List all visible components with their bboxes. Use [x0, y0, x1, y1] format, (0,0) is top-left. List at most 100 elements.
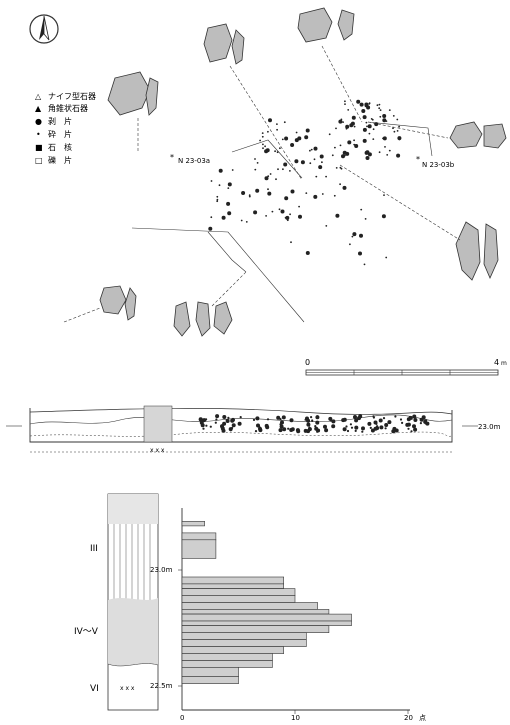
profile-point	[349, 423, 352, 426]
histogram-bar	[181, 532, 217, 541]
flake-point	[358, 251, 362, 256]
flake-point	[285, 215, 290, 220]
refit-lines	[63, 45, 461, 323]
profile-point	[282, 427, 287, 432]
layer-topsoil	[108, 494, 158, 524]
flake-point	[374, 122, 379, 127]
profile-point	[222, 421, 227, 426]
chip-point	[342, 121, 344, 123]
chip-point	[309, 149, 311, 152]
north-arrow-icon	[29, 14, 59, 44]
profile-point	[303, 428, 308, 433]
profile-point	[384, 427, 387, 430]
profile-point	[406, 417, 411, 422]
chip-point	[245, 221, 248, 223]
profile-point	[424, 422, 427, 425]
refit-line	[131, 227, 305, 323]
artifact-drawing	[297, 7, 333, 43]
profile-point	[406, 422, 411, 427]
legend-label-core: 石 核	[48, 142, 72, 152]
flake-point	[382, 136, 387, 141]
flake-point	[290, 189, 295, 194]
histogram-bar	[181, 632, 307, 640]
profile-distribution	[198, 414, 430, 434]
chip-point	[368, 102, 371, 105]
flake-point	[226, 201, 231, 206]
flake-point	[241, 191, 246, 195]
histogram-bar	[181, 588, 296, 596]
flake-point	[338, 119, 343, 124]
flake-point	[382, 114, 387, 118]
chip-point	[372, 138, 375, 141]
profile-point	[315, 420, 320, 425]
artifact-drawing	[455, 221, 481, 281]
histogram-bar	[181, 613, 352, 622]
chip-point	[240, 219, 243, 222]
profile-point	[221, 428, 226, 433]
flake-point	[264, 176, 269, 181]
histogram-bar	[181, 539, 217, 559]
chip-point	[259, 139, 261, 142]
profile-point	[237, 421, 242, 426]
chip-point	[267, 188, 269, 191]
refit-line	[321, 45, 363, 123]
profile-point	[287, 427, 290, 430]
histogram-bar	[181, 583, 284, 589]
plan-label-a: N 23-03a	[178, 157, 210, 165]
chip-point	[379, 109, 382, 111]
histogram-bar	[181, 667, 239, 678]
profile-point	[324, 428, 329, 433]
flake-point	[284, 196, 289, 201]
chip-point	[325, 175, 327, 178]
refit-line	[207, 231, 247, 273]
chip-point	[276, 123, 278, 125]
chip-point	[267, 130, 269, 133]
flake-point	[396, 153, 401, 158]
profile-point	[367, 421, 372, 426]
histogram-bar	[181, 625, 330, 634]
flake-point	[294, 138, 299, 143]
chip-point	[283, 121, 286, 124]
flake-point	[352, 232, 357, 237]
flake-point	[335, 213, 340, 218]
flake-point	[364, 150, 369, 155]
chip-point	[344, 100, 346, 103]
flake-point	[218, 168, 223, 173]
plan-marker-b: *	[416, 155, 420, 164]
chip-point	[315, 175, 318, 178]
profile-point	[215, 418, 218, 421]
flake-point	[350, 121, 355, 126]
chip-point	[278, 208, 281, 211]
x-tick-label-0: 0	[180, 714, 184, 722]
chip-point	[269, 173, 272, 175]
profile-point	[254, 430, 258, 433]
artifact-drawing	[145, 77, 159, 116]
flake-point	[356, 99, 361, 104]
legend-symbol-pyramid: ▲	[35, 104, 42, 113]
artifact-drawing	[99, 285, 127, 315]
chip-point	[339, 166, 342, 169]
profile-point	[316, 430, 319, 433]
flake-point	[304, 135, 309, 140]
refit-line	[339, 164, 461, 241]
chip-point	[275, 178, 277, 181]
plan-label-b: N 23-03b	[422, 161, 455, 169]
profile-point	[353, 415, 357, 419]
flake-point	[265, 148, 270, 153]
chip-point	[396, 130, 399, 132]
profile-point	[412, 424, 416, 429]
scale-bar-end: 4	[494, 358, 499, 367]
x-tick-label-10: 10	[291, 714, 300, 722]
profile-point	[202, 418, 207, 423]
flake-point	[305, 251, 310, 255]
profile-point	[379, 425, 384, 430]
profile-point	[306, 422, 311, 427]
profile-point	[252, 418, 256, 421]
profile-point	[419, 422, 422, 425]
profile-point	[354, 425, 359, 430]
profile-point	[412, 414, 417, 419]
chip-point	[216, 200, 219, 203]
legend-symbol-pebble: □	[35, 156, 43, 165]
flake-point	[255, 188, 260, 193]
